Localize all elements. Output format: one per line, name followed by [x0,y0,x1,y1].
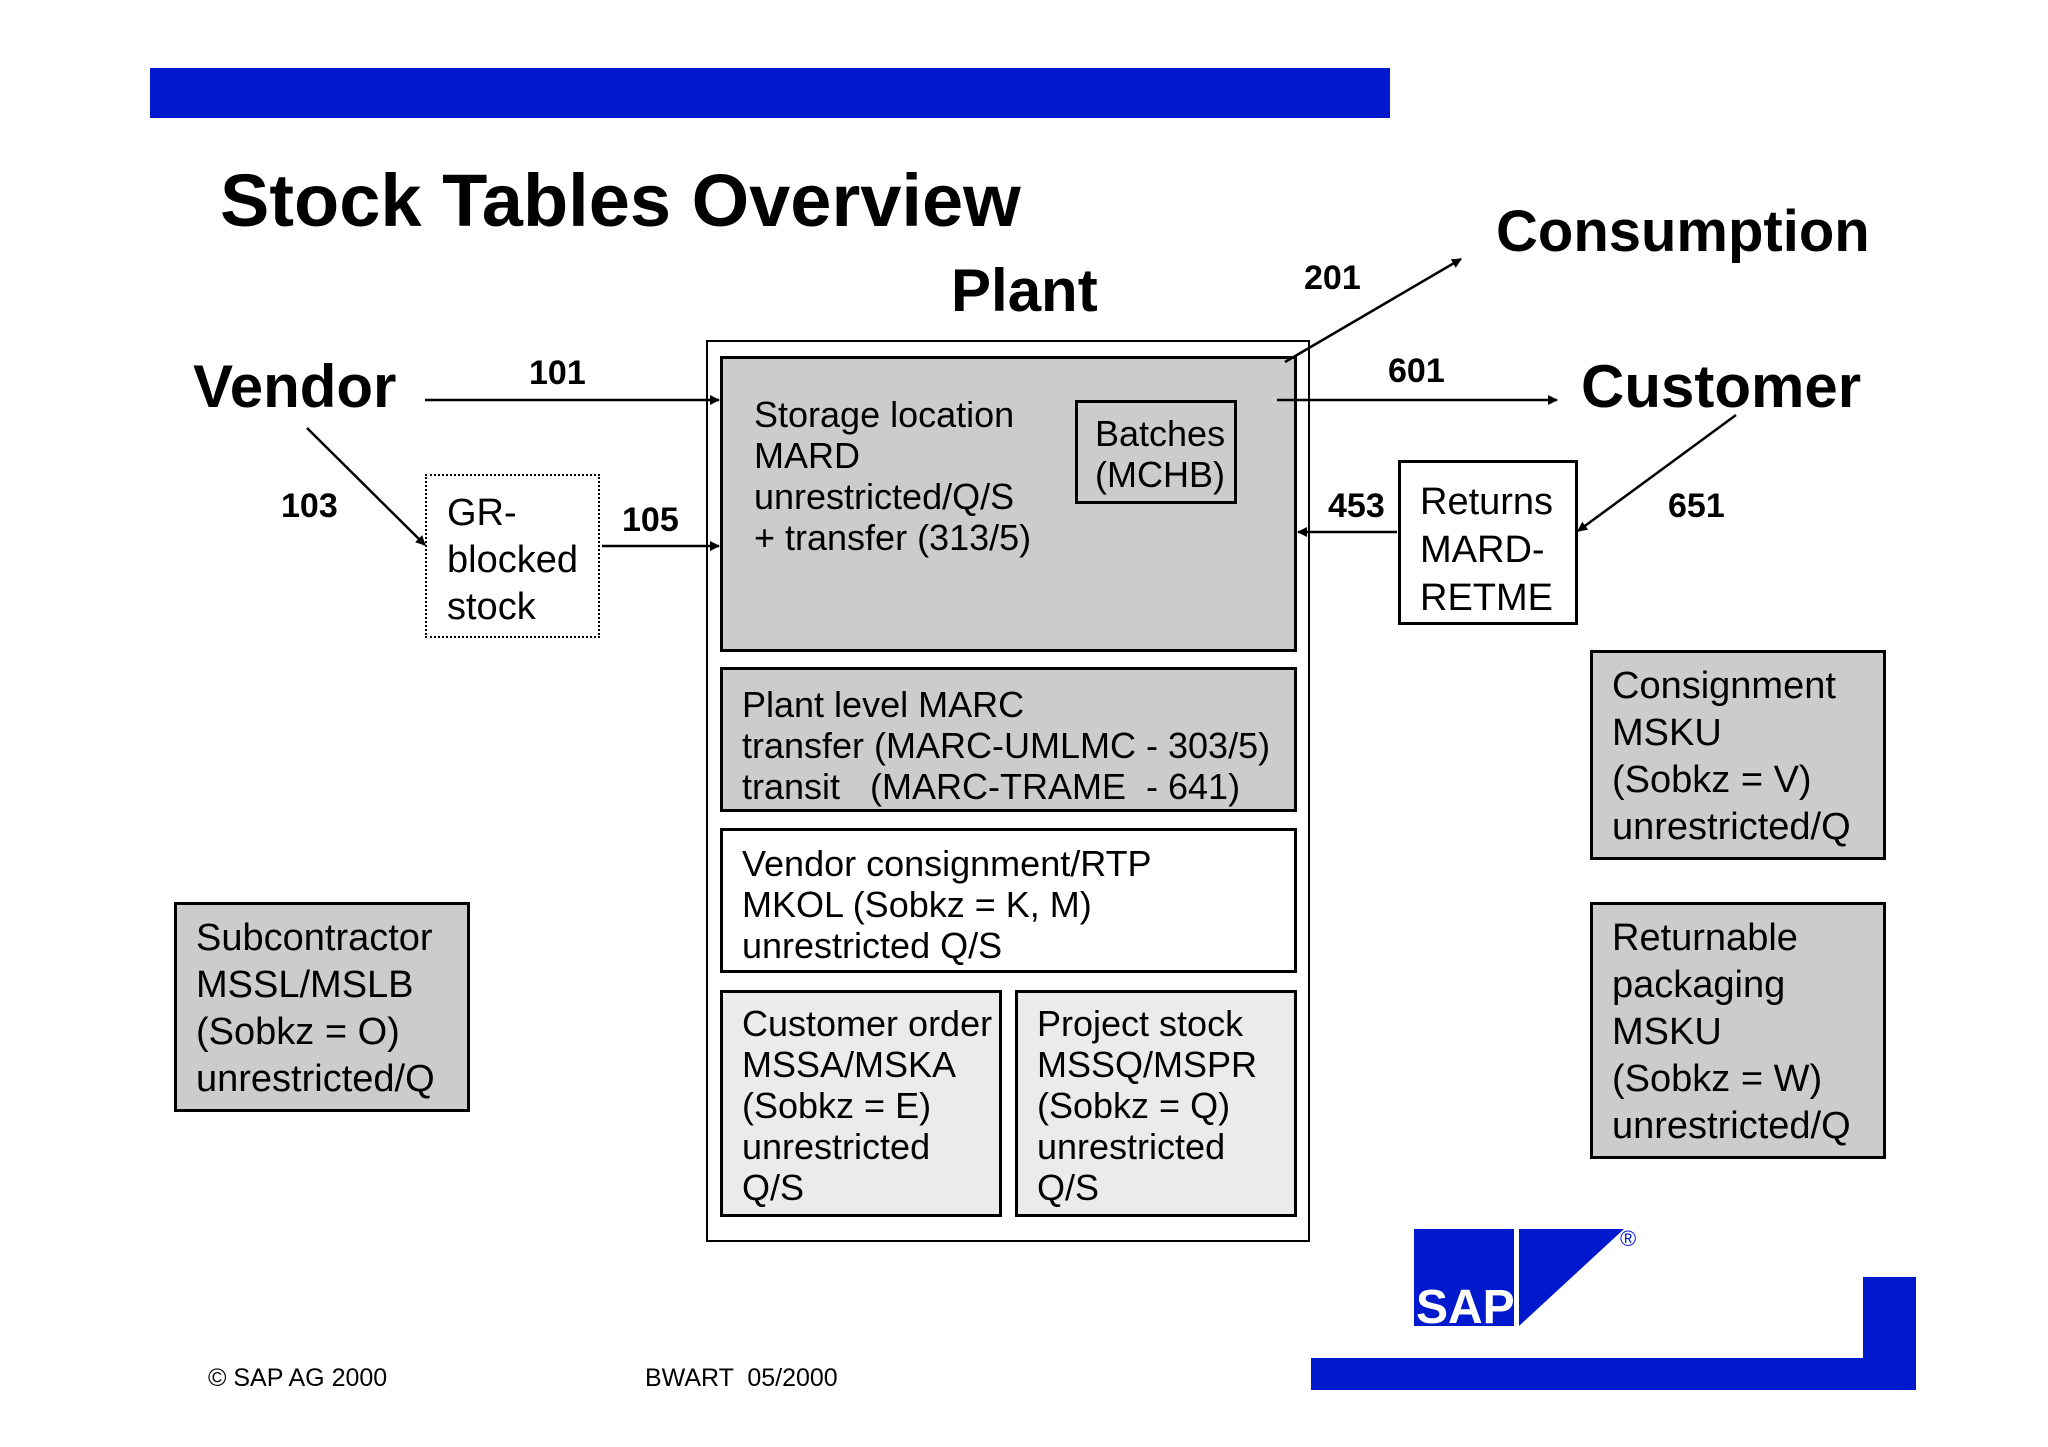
returnable-packaging-box: Returnable packaging MSKU (Sobkz = W) un… [1590,902,1886,1159]
arrow-651 [1577,413,1737,533]
consignment-line: Consignment [1612,665,1836,707]
project-stock-line: (Sobkz = Q) [1037,1085,1231,1126]
movement-101: 101 [529,354,586,392]
project-stock-line: unrestricted [1037,1126,1226,1167]
subcontractor-line: Subcontractor [196,917,433,959]
returns-box: Returns MARD- RETME [1398,460,1578,625]
returnable-packaging-line: packaging [1612,964,1786,1006]
customer-order-line: unrestricted [742,1126,931,1167]
footer-bar [1311,1358,1916,1390]
batches-box: Batches (MCHB) [1075,400,1237,504]
gr-blocked-line: blocked [447,539,578,581]
storage-location-line: MARD [754,435,860,476]
plant-level-box: Plant level MARC transfer (MARC-UMLMC - … [720,667,1297,812]
project-stock-line: Q/S [1037,1167,1100,1208]
customer-label: Customer [1581,353,1862,420]
footer-code: BWART 05/2000 [645,1364,838,1392]
plant-label: Plant [951,257,1098,324]
arrow-103 [306,427,426,546]
movement-201: 201 [1304,259,1361,297]
customer-order-line: MSSA/MSKA [742,1044,957,1085]
consignment-box: Consignment MSKU (Sobkz = V) unrestricte… [1590,650,1886,860]
subcontractor-line: unrestricted/Q [196,1058,435,1100]
registered-mark: ® [1620,1226,1637,1251]
plant-level-line: Plant level MARC [742,684,1025,725]
plant-level-line: transit (MARC-TRAME - 641) [742,766,1241,807]
returnable-packaging-line: MSKU [1612,1011,1722,1053]
batches-line: Batches [1095,413,1226,454]
batches-line: (MCHB) [1095,454,1225,495]
vendor-consignment-line: unrestricted Q/S [742,925,1003,966]
customer-order-box: Customer order MSSA/MSKA (Sobkz = E) unr… [720,990,1002,1217]
vendor-label: Vendor [193,353,397,420]
header-bar [150,68,1390,118]
plant-level-line: transfer (MARC-UMLMC - 303/5) [742,725,1271,766]
movement-601: 601 [1388,352,1445,390]
movement-453: 453 [1328,487,1385,525]
plant-container [706,340,1310,1242]
storage-location-line: Storage location [754,394,1015,435]
consignment-line: unrestricted/Q [1612,806,1851,848]
subcontractor-line: (Sobkz = O) [196,1011,400,1053]
storage-location-line: + transfer (313/5) [754,517,1032,558]
returnable-packaging-line: (Sobkz = W) [1612,1058,1823,1100]
gr-blocked-line: GR- [447,492,517,534]
project-stock-box: Project stock MSSQ/MSPR (Sobkz = Q) unre… [1015,990,1297,1217]
consumption-label: Consumption [1496,199,1870,264]
movement-105: 105 [622,501,679,539]
vendor-consignment-line: Vendor consignment/RTP [742,843,1152,884]
storage-location-line: unrestricted/Q/S [754,476,1015,517]
movement-103: 103 [281,487,338,525]
arrow-201 [1284,257,1462,364]
returnable-packaging-line: Returnable [1612,917,1798,959]
consignment-line: (Sobkz = V) [1612,759,1812,801]
subcontractor-box: Subcontractor MSSL/MSLB (Sobkz = O) unre… [174,902,470,1112]
returns-line: RETME [1420,577,1553,619]
subcontractor-line: MSSL/MSLB [196,964,414,1006]
sap-logo-graphic: SAP [1414,1229,1624,1334]
footer-bar-vertical [1863,1277,1916,1390]
vendor-consignment-box: Vendor consignment/RTP MKOL (Sobkz = K, … [720,828,1297,973]
sap-logo-text: SAP [1416,1281,1515,1326]
movement-651: 651 [1668,487,1725,525]
project-stock-line: MSSQ/MSPR [1037,1044,1258,1085]
returns-line: Returns [1420,481,1554,523]
gr-blocked-line: stock [447,586,536,628]
consignment-line: MSKU [1612,712,1722,754]
customer-order-line: Customer order [742,1003,993,1044]
sap-logo: SAP [1414,1229,1624,1334]
returns-line: MARD- [1420,529,1545,571]
copyright-text: © SAP AG 2000 [208,1364,388,1392]
vendor-consignment-line: MKOL (Sobkz = K, M) [742,884,1092,925]
customer-order-line: Q/S [742,1167,805,1208]
returnable-packaging-line: unrestricted/Q [1612,1105,1851,1147]
page-title: Stock Tables Overview [220,159,1021,242]
gr-blocked-stock-box: GR- blocked stock [425,474,600,638]
project-stock-line: Project stock [1037,1003,1244,1044]
customer-order-line: (Sobkz = E) [742,1085,932,1126]
